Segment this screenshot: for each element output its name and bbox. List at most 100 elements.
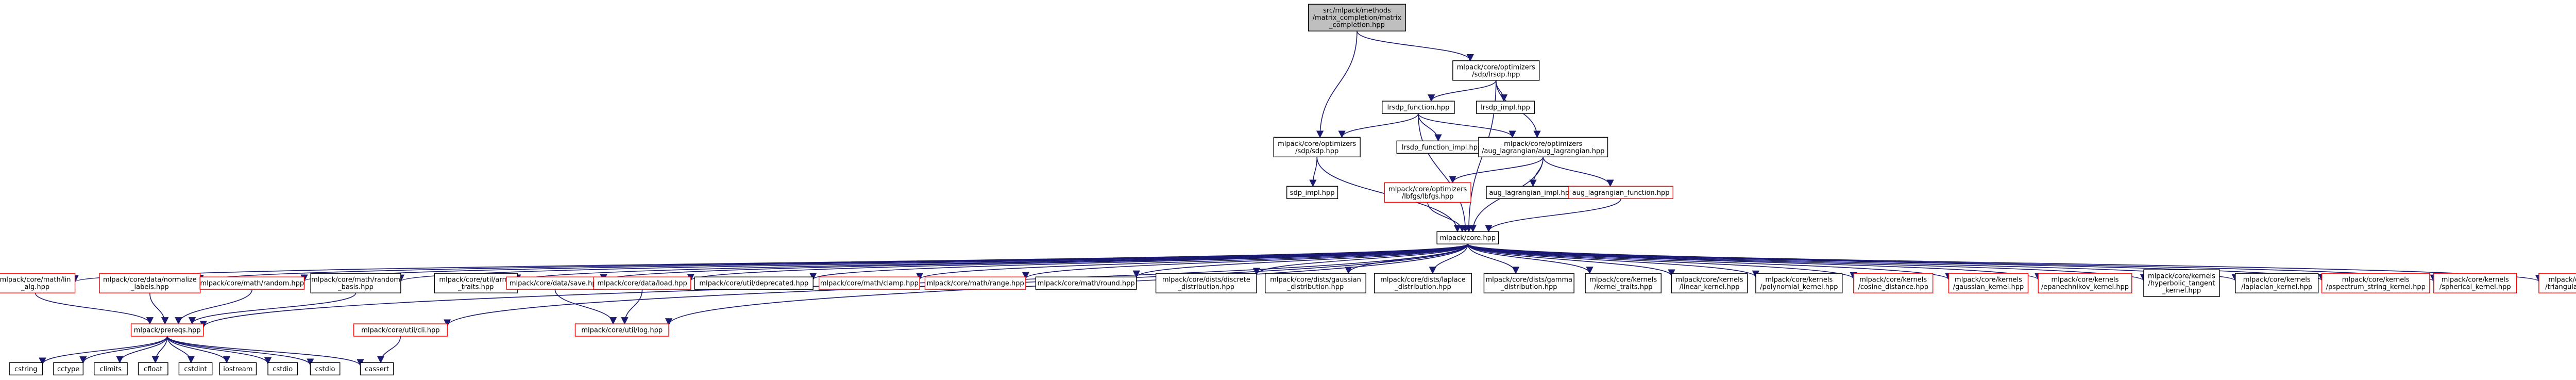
node-label: mlpack/core/util/arma: [439, 276, 513, 284]
node-box: [1671, 273, 1748, 293]
edge-lin-alg-to-prereqs: [35, 292, 154, 325]
node-lrsdp[interactable]: mlpack/core/optimizers/sdp/lrsdp.hpp: [1452, 60, 1540, 81]
node-lrsdp-function[interactable]: lrsdp_function.hpp: [1382, 101, 1455, 114]
node-box: [1273, 137, 1361, 158]
node-sdp-impl[interactable]: sdp_impl.hpp: [1286, 186, 1338, 199]
node-aug-lagrangian-impl[interactable]: aug_lagrangian_impl.hpp: [1486, 186, 1577, 199]
node-box: [1265, 273, 1366, 293]
node-label: _distribution.hpp: [1500, 284, 1557, 291]
node-lin-alg[interactable]: mlpack/core/math/lin_alg.hpp: [0, 273, 76, 293]
node-cstdint[interactable]: cstdint: [178, 362, 213, 375]
node-label: /hyperbolic_tangent: [2148, 280, 2215, 288]
node-box: [2321, 273, 2430, 293]
edge-core-to-cosine-distance: [1467, 243, 1857, 280]
node-label: mlpack/core/math/round.hpp: [1038, 280, 1135, 288]
node-sdp[interactable]: mlpack/core/optimizers/sdp/sdp.hpp: [1273, 137, 1361, 158]
node-label: aug_lagrangian_impl.hpp: [1489, 189, 1573, 197]
node-label: /sdp/lrsdp.hpp: [1472, 71, 1520, 78]
node-label: mlpack/core/optimizers: [1457, 63, 1535, 71]
node-prereqs[interactable]: mlpack/prereqs.hpp: [130, 323, 204, 337]
node-linear-kernel[interactable]: mlpack/core/kernels/linear_kernel.hpp: [1671, 273, 1748, 293]
node-cstring[interactable]: cstring: [9, 362, 43, 375]
node-kernel-traits[interactable]: mlpack/core/kernels/kernel_traits.hpp: [1585, 273, 1662, 293]
edge-sdp-to-sdp-impl: [1309, 157, 1318, 187]
node-label: mlpack/core/math/lin: [0, 276, 71, 284]
node-label: mlpack/core/optimizers: [1504, 140, 1582, 148]
node-label: /aug_lagrangian/aug_lagrangian.hpp: [1482, 147, 1604, 155]
node-label: mlpack/core/kernels: [1676, 276, 1743, 284]
node-gaussian-kernel[interactable]: mlpack/core/kernels/gaussian_kernel.hpp: [1948, 273, 2029, 293]
node-lrsdp-function-impl[interactable]: lrsdp_function_impl.hpp: [1396, 140, 1487, 154]
node-iostream[interactable]: iostream: [219, 362, 257, 375]
node-box: [9, 362, 43, 375]
node-root[interactable]: src/mlpack/methods/matrix_completion/mat…: [1308, 4, 1406, 31]
node-cassert[interactable]: cassert: [360, 362, 394, 375]
edge-aug-lagrangian-to-aug-lagrangian-function: [1543, 157, 1614, 187]
node-math-random[interactable]: mlpack/core/math/random.hpp: [199, 276, 305, 290]
node-round[interactable]: mlpack/core/math/round.hpp: [1035, 276, 1137, 290]
node-aug-lagrangian[interactable]: mlpack/core/optimizers/aug_lagrangian/au…: [1478, 137, 1608, 158]
node-data-load[interactable]: mlpack/core/data/load.hpp: [593, 276, 691, 290]
node-lrsdp-impl[interactable]: lrsdp_impl.hpp: [1476, 101, 1535, 114]
node-gaussian-distribution[interactable]: mlpack/core/dists/gaussian_distribution.…: [1265, 273, 1366, 293]
node-label: /kernel_traits.hpp: [1594, 284, 1653, 291]
node-triangular-kernel[interactable]: mlpack/core/kernels/triangular_kernel.hp…: [2538, 273, 2576, 293]
node-aug-lagrangian-function[interactable]: aug_lagrangian_function.hpp: [1568, 186, 1673, 199]
node-label: sdp_impl.hpp: [1290, 189, 1335, 197]
node-laplace-distribution[interactable]: mlpack/core/dists/laplace_distribution.h…: [1374, 273, 1472, 293]
node-label: mlpack/core/kernels: [2548, 276, 2576, 284]
node-label: lrsdp_function_impl.hpp: [1402, 144, 1482, 152]
node-label: mlpack/core/math/clamp.hpp: [820, 280, 919, 288]
node-random-basis[interactable]: mlpack/core/math/random_basis.hpp: [310, 273, 401, 293]
edge-core-to-gaussian-kernel: [1467, 243, 1953, 280]
node-hyperbolic-tangent-kernel[interactable]: mlpack/core/kernels/hyperbolic_tangent_k…: [2143, 269, 2220, 297]
edge-prereqs-to-cstring: [39, 336, 168, 365]
node-climits[interactable]: climits: [94, 362, 128, 375]
node-normalize-labels[interactable]: mlpack/core/data/normalize_labels.hpp: [99, 273, 201, 293]
node-polynomial-kernel[interactable]: mlpack/core/kernels/polynomial_kernel.hp…: [1755, 273, 1843, 293]
node-discrete-distribution[interactable]: mlpack/core/dists/discrete_distribution.…: [1155, 273, 1257, 293]
node-pspectrum-string-kernel[interactable]: mlpack/core/kernels/pspectrum_string_ker…: [2321, 273, 2430, 293]
node-label: mlpack/core/data/normalize: [103, 276, 197, 284]
node-data-save[interactable]: mlpack/core/data/save.hpp: [506, 276, 604, 290]
edge-lrsdp-function-to-core: [1418, 113, 1469, 233]
node-label: mlpack/core/kernels: [2052, 276, 2119, 284]
node-box: [0, 273, 76, 293]
node-cstdio[interactable]: cstdio: [267, 362, 298, 375]
node-gamma-distribution[interactable]: mlpack/core/dists/gamma_distribution.hpp: [1483, 273, 1574, 293]
node-box: [1308, 4, 1406, 31]
node-deprecated[interactable]: mlpack/core/util/deprecated.hpp: [694, 276, 814, 290]
node-range[interactable]: mlpack/core/math/range.hpp: [924, 276, 1026, 290]
node-spherical-kernel[interactable]: mlpack/core/kernels/spherical_kernel.hpp: [2433, 273, 2517, 293]
node-box: [2235, 273, 2319, 293]
node-label: /epanechnikov_kernel.hpp: [2041, 284, 2129, 291]
node-arma-traits[interactable]: mlpack/core/util/arma_traits.hpp: [434, 273, 518, 293]
node-label: cstdint: [184, 366, 207, 373]
node-cosine-distance[interactable]: mlpack/core/kernels/cosine_distance.hpp: [1853, 273, 1934, 293]
node-box: [506, 276, 604, 290]
node-box: [2433, 273, 2517, 293]
node-cstdio2[interactable]: cstdio: [310, 362, 341, 375]
node-clamp[interactable]: mlpack/core/math/clamp.hpp: [818, 276, 920, 290]
node-label: mlpack/core/optimizers: [1278, 140, 1356, 148]
node-core[interactable]: mlpack/core.hpp: [1436, 231, 1499, 244]
node-box: [1948, 273, 2029, 293]
edge-core-to-deprecated: [809, 243, 1468, 280]
node-label: mlpack/prereqs.hpp: [134, 327, 201, 335]
node-cctype[interactable]: cctype: [53, 362, 84, 375]
node-label: /linear_kernel.hpp: [1680, 284, 1740, 291]
node-epanechnikov-kernel[interactable]: mlpack/core/kernels/epanechnikov_kernel.…: [2038, 273, 2132, 293]
node-cfloat[interactable]: cfloat: [138, 362, 168, 375]
node-label: /cosine_distance.hpp: [1858, 284, 1928, 291]
node-laplacian-kernel[interactable]: mlpack/core/kernels/laplacian_kernel.hpp: [2235, 273, 2319, 293]
node-label: _labels.hpp: [130, 284, 169, 291]
node-box: [1853, 273, 1934, 293]
node-label: /triangular_kernel.hpp: [2545, 284, 2576, 291]
node-lbfgs[interactable]: mlpack/core/optimizers/lbfgs/lbfgs.hpp: [1384, 182, 1471, 203]
node-box: [1755, 273, 1843, 293]
node-label: /pspectrum_string_kernel.hpp: [2326, 284, 2426, 291]
node-cli[interactable]: mlpack/core/util/cli.hpp: [353, 323, 448, 337]
node-log[interactable]: mlpack/core/util/log.hpp: [574, 323, 669, 337]
edge-math-random-to-prereqs: [175, 289, 253, 325]
